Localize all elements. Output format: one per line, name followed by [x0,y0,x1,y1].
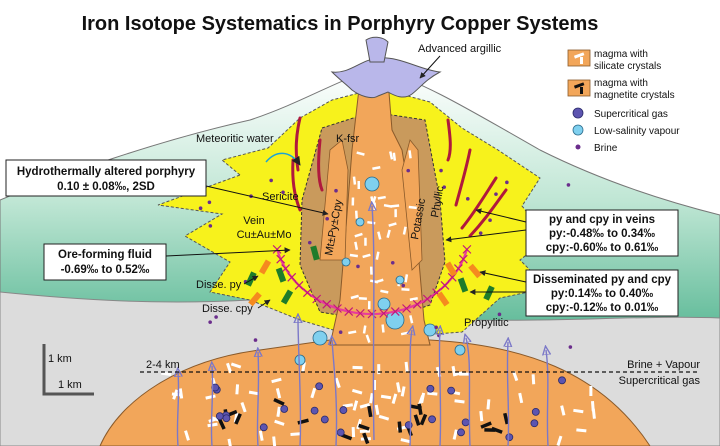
svg-text:py:-0.48‰ to 0.34‰: py:-0.48‰ to 0.34‰ [549,228,656,240]
svg-text:magnetite crystals: magnetite crystals [594,90,675,101]
svg-text:py:0.14‰ to 0.40‰: py:0.14‰ to 0.40‰ [551,288,654,300]
scale-bar: 1 km 1 km [42,344,94,396]
svg-text:Disseminated py and cpy: Disseminated py and cpy [533,274,672,286]
porphyry-finger-right [401,139,423,271]
porphyry-callout: Hydrothermally altered porphyry 0.10 ± 0… [5,159,329,216]
svg-text:magma with: magma with [594,78,648,89]
phyllic-label: Phyllic [429,185,446,219]
diagram-title: Iron Isotope Systematics in Porphyry Cop… [82,13,599,35]
legend: magma with silicate crystals magma with … [567,49,680,154]
porphyry-finger-left [319,139,349,261]
svg-text:silicate crystals: silicate crystals [594,61,661,72]
brine-vapour-label: Brine + Vapour [627,359,700,371]
svg-text:magma with: magma with [594,49,648,60]
legend-supercritical-gas: Supercritical gas [572,107,668,120]
disse-cpy-leader [257,299,271,309]
advanced-argillic-label: Advanced argillic [418,43,502,55]
meteoritic-water-arrow [265,152,301,166]
svg-text:cpy:-0.12‰ to 0.01‰: cpy:-0.12‰ to 0.01‰ [546,302,659,314]
svg-text:py and cpy in veins: py and cpy in veins [549,214,655,226]
svg-text:cpy:-0.60‰ to 0.61‰: cpy:-0.60‰ to 0.61‰ [546,242,659,254]
svg-text:1 km: 1 km [48,353,72,365]
vein-label: Vein [243,215,264,227]
svg-text:1 km: 1 km [58,379,82,391]
svg-text:Brine: Brine [594,143,618,154]
svg-text:-0.69‰ to 0.52‰: -0.69‰ to 0.52‰ [61,264,150,276]
legend-silicate-magma: magma with silicate crystals [567,49,661,72]
legend-low-salinity-vapour: Low-salinity vapour [572,124,680,137]
disse-cpy-label: Disse. cpy [202,303,253,315]
kfsr-label: K-fsr [336,133,360,145]
disseminated-callout: Disseminated py and cpy py:0.14‰ to 0.40… [469,269,679,317]
svg-text:Supercritical gas: Supercritical gas [594,109,668,120]
fluid-callout: Ore-forming fluid -0.69‰ to 0.52‰ [43,243,291,281]
fluid-ascent-arrows [177,206,548,446]
supercritical-gas-label: Supercritical gas [619,375,701,387]
disseminated-sulfides [245,245,495,307]
legend-magnetite-magma: magma with magnetite crystals [567,78,675,101]
vein-metals-label: Cu±Au±Mo [237,229,292,241]
legend-brine: Brine [575,143,618,154]
depth-label: 2-4 km [146,359,180,371]
advanced-argillic-leader [419,55,441,79]
svg-text:Hydrothermally altered porphyr: Hydrothermally altered porphyry [17,166,196,178]
svg-text:Low-salinity vapour: Low-salinity vapour [594,126,680,137]
propylitic-label: Propylitic [464,317,509,329]
sericite-label: Sericite [262,191,299,203]
meteoritic-water-label: Meteoritic water [196,133,274,145]
argillic-plume [365,36,389,63]
svg-text:Ore-forming fluid: Ore-forming fluid [58,249,152,261]
disse-py-leader [243,275,259,285]
veins-callout: py and cpy in veins py:-0.48‰ to 0.34‰ c… [445,208,679,257]
svg-text:0.10 ± 0.08‰, 2SD: 0.10 ± 0.08‰, 2SD [57,181,155,193]
disse-py-label: Disse. py [196,279,242,291]
